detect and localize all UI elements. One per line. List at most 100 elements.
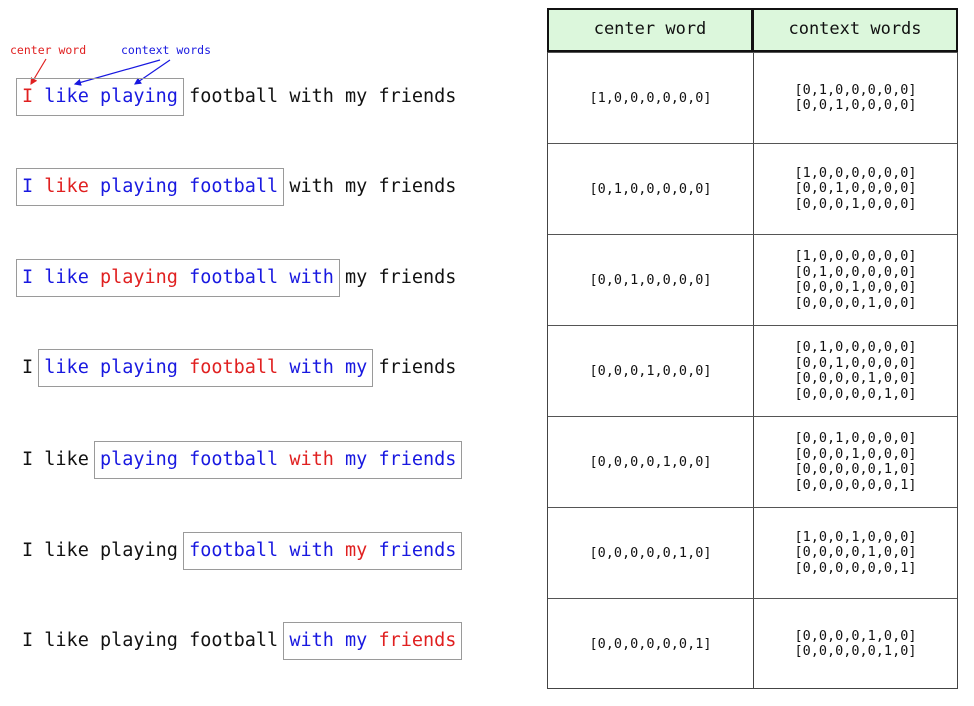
context-vector: [0,0,0,1,0,0,0] [794, 279, 917, 295]
context-word: I [22, 176, 34, 197]
context-word: football [189, 176, 279, 197]
sentence-line: I like playing football with my friends [22, 538, 456, 564]
center-word: with [289, 449, 334, 470]
context-word: friends [378, 449, 457, 470]
context-vector: [0,1,0,0,0,0,0] [794, 81, 917, 98]
header-center-word: center word [547, 8, 753, 52]
center-word: football [189, 357, 279, 378]
sentence-word: friends [378, 357, 457, 378]
header-context-words: context words [752, 8, 958, 52]
sentence-word: playing [99, 630, 178, 651]
context-vector: [1,0,0,0,0,0,0] [794, 248, 917, 264]
context-word-vectors: [0,1,0,0,0,0,0][0,0,1,0,0,0,0] [754, 53, 957, 143]
context-word: football [189, 449, 279, 470]
sentence-word: my [345, 176, 368, 197]
context-vector: [0,1,0,0,0,0,0] [794, 263, 917, 280]
context-word-vectors: [1,0,0,0,0,0,0][0,1,0,0,0,0,0][0,0,0,1,0… [754, 235, 957, 325]
table-row: [1,0,0,0,0,0,0] [0,1,0,0,0,0,0][0,0,1,0,0… [548, 52, 957, 143]
context-vector: [0,0,0,0,0,1,0] [794, 461, 917, 477]
column-divider [753, 52, 754, 689]
sentence-word: I [22, 449, 34, 470]
center-word-vector: [0,0,0,0,0,1,0] [589, 545, 712, 561]
context-word: playing [99, 176, 178, 197]
sentence-word: playing [99, 540, 178, 561]
center-word-vector: [0,0,0,0,1,0,0] [589, 454, 712, 470]
one-hot-table: center word context words [1,0,0,0,0,0,0… [547, 8, 958, 689]
center-word-vector: [0,0,1,0,0,0,0] [589, 272, 712, 288]
context-window-box [93, 441, 463, 479]
context-word-vectors: [0,0,0,0,1,0,0][0,0,0,0,0,1,0] [754, 599, 957, 689]
context-vector: [0,0,1,0,0,0,0] [794, 430, 917, 446]
context-word-vectors: [1,0,0,1,0,0,0][0,0,0,0,1,0,0][0,0,0,0,0… [754, 508, 957, 598]
center-word-vector: [0,0,0,1,0,0,0] [589, 363, 712, 379]
context-vector: [0,0,0,1,0,0,0] [794, 445, 917, 462]
sentence-word: with [289, 86, 334, 107]
context-window-box [16, 168, 285, 206]
sentence-line: I like playing football with my friends [22, 265, 456, 291]
sentence-word: with [289, 176, 334, 197]
sentence-word: I [22, 630, 34, 651]
sentence-word: my [345, 86, 368, 107]
context-window-box [38, 349, 374, 387]
context-word-vectors: [1,0,0,0,0,0,0][0,0,1,0,0,0,0][0,0,0,1,0… [754, 144, 957, 234]
context-word-vectors: [0,0,1,0,0,0,0][0,0,0,1,0,0,0][0,0,0,0,0… [754, 417, 957, 507]
context-window-box [283, 622, 463, 660]
context-vector: [0,0,0,0,0,1,0] [794, 643, 917, 659]
context-word: playing [99, 357, 178, 378]
context-word: I [22, 267, 34, 288]
context-vector: [0,0,1,0,0,0,0] [794, 97, 917, 113]
context-vector: [0,1,0,0,0,0,0] [794, 339, 917, 355]
context-word: with [289, 630, 334, 651]
sentence-line: I like playing football with my friends [22, 355, 456, 381]
context-word: playing [99, 86, 178, 107]
sentence-word: football [189, 86, 279, 107]
center-word-annotation: center word [10, 43, 87, 57]
context-word: playing [99, 449, 178, 470]
context-word: like [44, 357, 89, 378]
context-word: friends [378, 540, 457, 561]
context-word: football [189, 540, 279, 561]
sentence-word: like [44, 449, 89, 470]
context-word: my [345, 630, 368, 651]
context-word: my [345, 357, 368, 378]
sentence-word: friends [378, 86, 457, 107]
sentence-word: like [44, 540, 89, 561]
sentence-word: I [22, 357, 34, 378]
center-word: I [22, 86, 34, 107]
sentence-line: I like playing football with my friends [22, 628, 456, 654]
context-vector: [1,0,0,0,0,0,0] [794, 164, 917, 181]
center-word-vector: [1,0,0,0,0,0,0] [589, 90, 712, 106]
table-row: [0,1,0,0,0,0,0][1,0,0,0,0,0,0][0,0,1,0,0… [548, 143, 957, 234]
context-vector: [0,0,0,0,1,0,0] [794, 544, 917, 561]
context-word: my [345, 449, 368, 470]
context-word: with [289, 267, 334, 288]
table-row: [0,0,1,0,0,0,0] [1,0,0,0,0,0,0][0,1,0,0,0… [548, 234, 957, 325]
center-word: like [44, 176, 89, 197]
context-word: like [44, 267, 89, 288]
context-vector: [0,0,0,0,0,0,1] [794, 476, 917, 493]
sentence-word: my [345, 267, 368, 288]
table-body: [1,0,0,0,0,0,0][0,1,0,0,0,0,0][0,0,1,0,0… [547, 52, 958, 689]
sentence-word: football [189, 630, 279, 651]
context-word: football [189, 267, 279, 288]
center-word: friends [378, 630, 457, 651]
context-vector: [0,0,0,0,1,0,0] [794, 294, 917, 311]
context-vector: [0,0,0,0,1,0,0] [794, 370, 917, 386]
table-row: [0,0,0,1,0,0,0] [0,1,0,0,0,0,0][0,0,1,0,0… [548, 325, 957, 416]
table-header-row: center word context words [547, 8, 958, 52]
table-row: [0,0,0,0,1,0,0] [0,0,1,0,0,0,0][0,0,0,1,0… [548, 416, 957, 507]
context-vector: [1,0,0,1,0,0,0] [794, 528, 917, 545]
sentence-line: I like playing football with my friends [22, 447, 456, 473]
center-word: playing [99, 267, 178, 288]
sentence-line: I like playing football with my friends [22, 84, 456, 110]
table-row: [0,0,0,0,0,0,1] [0,0,0,0,1,0,0][0,0,0,0,0… [548, 598, 957, 689]
context-word-vectors: [0,1,0,0,0,0,0][0,0,1,0,0,0,0][0,0,0,0,1… [754, 326, 957, 416]
sentence-line: I like playing football with my friends [22, 174, 456, 200]
context-vector: [0,0,0,0,1,0,0] [794, 627, 917, 644]
context-vector: [0,0,0,0,0,0,1] [794, 559, 917, 576]
context-word: with [289, 540, 334, 561]
center-word-vector: [0,0,0,0,0,0,1] [589, 636, 712, 652]
context-window-box [16, 78, 184, 116]
context-vector: [0,0,0,1,0,0,0] [794, 195, 917, 212]
